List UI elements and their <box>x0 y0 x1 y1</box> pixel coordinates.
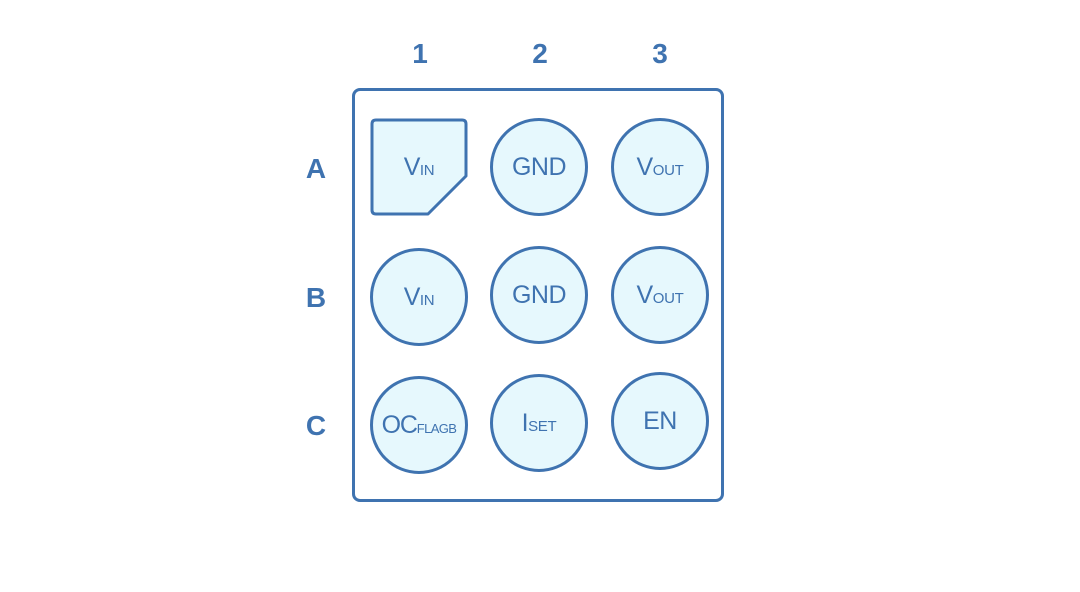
pin-b2: GND <box>490 246 588 344</box>
pin-b1: VIN <box>370 248 468 346</box>
pin-a3-label: VOUT <box>636 152 684 181</box>
pin-a1-shape <box>370 118 468 216</box>
pin-b3: VOUT <box>611 246 709 344</box>
pin-a2: GND <box>490 118 588 216</box>
pin-c1-label: OCFLAGB <box>381 410 457 439</box>
pin-c3-label: EN <box>643 406 677 435</box>
column-label-1: 1 <box>412 38 428 69</box>
pin-c2-label: ISET <box>521 408 557 437</box>
pin-b3-label: VOUT <box>636 280 684 309</box>
pin-c2: ISET <box>490 374 588 472</box>
pin-a2-label: GND <box>511 152 567 181</box>
package-outline <box>352 88 724 502</box>
pin-a3: VOUT <box>611 118 709 216</box>
pin-c1: OCFLAGB <box>370 376 468 474</box>
column-label-2: 2 <box>532 38 548 69</box>
pin-a1: VIN <box>370 118 468 216</box>
pin-a1-label: VIN <box>403 152 435 181</box>
pin-b1-label: VIN <box>403 282 435 311</box>
row-label-a: A <box>305 153 327 184</box>
pin-c3: EN <box>611 372 709 470</box>
column-label-3: 3 <box>652 38 668 69</box>
pin-b2-label: GND <box>511 280 567 309</box>
row-label-b: B <box>305 282 327 313</box>
row-label-c: C <box>305 410 327 441</box>
